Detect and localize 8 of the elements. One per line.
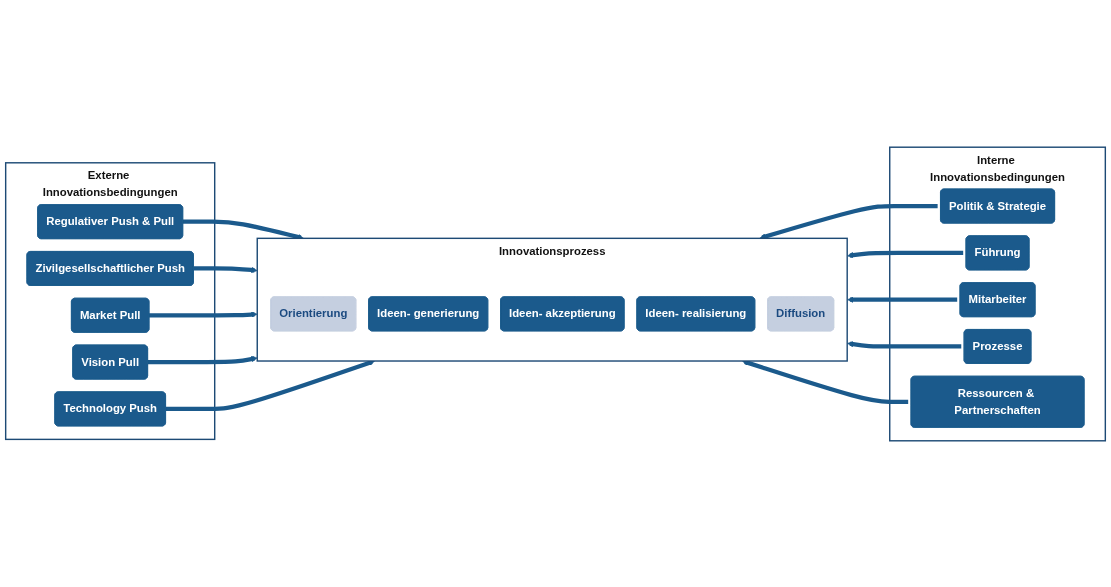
arrow [847,250,964,258]
arrow [147,355,258,364]
arrow [847,340,962,349]
arrow [148,310,258,318]
arrow [165,359,375,411]
arrow [742,359,909,404]
arrow [847,296,958,303]
arrow [193,265,258,273]
